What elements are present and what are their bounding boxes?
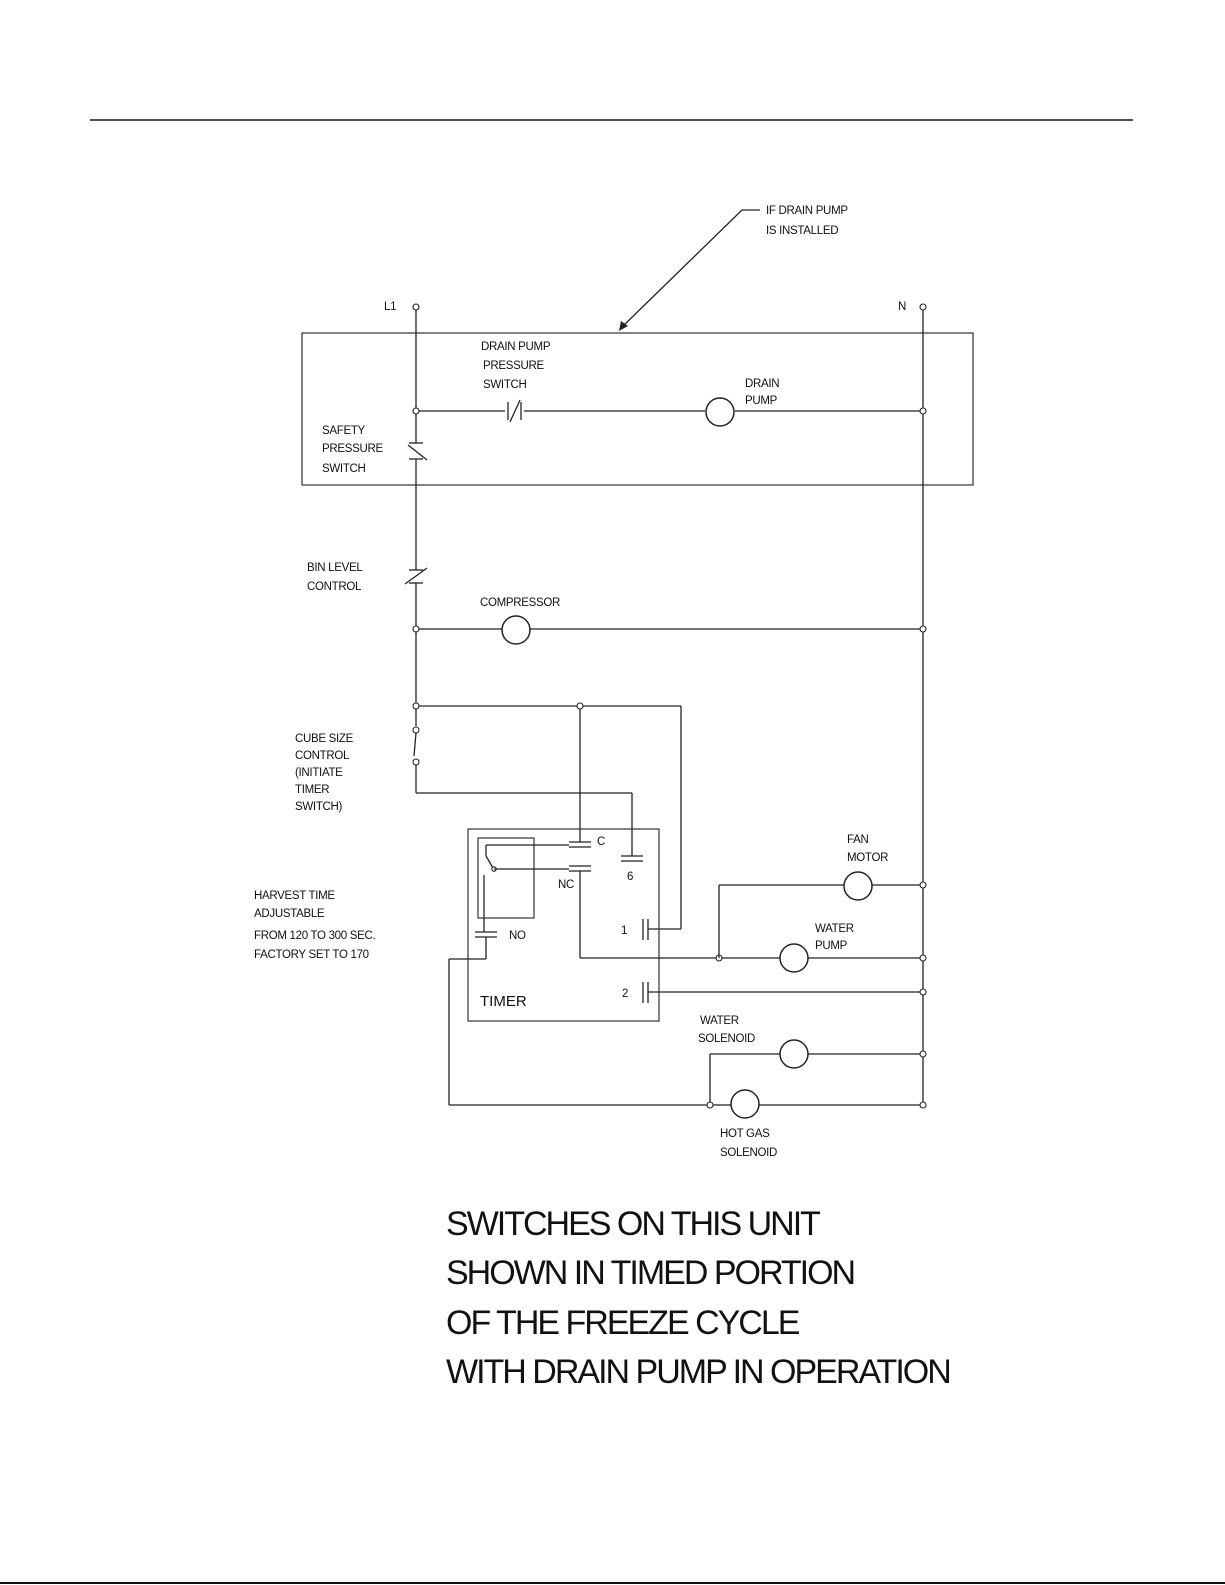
cube-size-control-label-3: (INITIATE — [295, 767, 343, 779]
timer-title: TIMER — [480, 993, 527, 1010]
drain-pump-pressure-switch-label-3: SWITCH — [483, 379, 527, 391]
compressor-rung — [412, 615, 927, 645]
safety-pressure-switch — [407, 442, 428, 461]
timer-switch-enclosure — [477, 837, 535, 919]
supply-terminals: L1 N — [384, 301, 927, 313]
drain-pump-label-2: PUMP — [745, 395, 778, 407]
safety-pressure-switch-label-2: PRESSURE — [322, 443, 383, 455]
water-pump-label-2: PUMP — [815, 940, 848, 952]
water-pump-motor — [779, 943, 809, 973]
compressor-motor — [501, 615, 531, 645]
l1-terminal — [412, 303, 420, 311]
drain-pump-note-line-1: IF DRAIN PUMP — [766, 205, 848, 217]
water-solenoid-label-2: SOLENOID — [698, 1033, 755, 1045]
water-solenoid-rung — [709, 1039, 927, 1105]
cube-size-control-label-1: CUBE SIZE — [295, 733, 354, 745]
harvest-time-label-4: FACTORY SET TO 170 — [254, 949, 369, 961]
footer-note-line-1: SWITCHES ON THIS UNIT — [446, 1205, 820, 1243]
hot-gas-solenoid-coil — [730, 1089, 760, 1119]
water-solenoid-coil — [779, 1039, 809, 1069]
timer: C NC 6 NO 1 2 TIMER — [448, 828, 923, 1105]
footer-note-line-3: OF THE FREEZE CYCLE — [446, 1304, 800, 1342]
timer-terminal-2: 2 — [622, 988, 628, 1000]
timer-feed-wiring — [412, 702, 682, 930]
drain-pump-pressure-switch-label-2: PRESSURE — [483, 360, 544, 372]
n-label: N — [898, 301, 906, 313]
timer-terminal-no: NO — [509, 930, 526, 942]
timer-2-neutral-node — [919, 988, 927, 996]
harvest-time-label-1: HARVEST TIME — [254, 890, 335, 902]
footer-note-line-4: WITH DRAIN PUMP IN OPERATION — [446, 1353, 950, 1391]
water-pump-label-1: WATER — [815, 923, 854, 935]
fan-motor-label-1: FAN — [847, 834, 868, 846]
timer-terminal-c: C — [597, 836, 605, 848]
footer-note: SWITCHES ON THIS UNIT SHOWN IN TIMED POR… — [446, 1205, 952, 1391]
cube-size-control-label-2: CONTROL — [295, 750, 350, 762]
drain-pump-pressure-switch — [507, 399, 522, 423]
n-terminal — [919, 303, 927, 311]
compressor-label: COMPRESSOR — [480, 597, 560, 609]
drain-pump-pressure-switch-label-1: DRAIN PUMP — [481, 341, 551, 353]
cube-size-control-label-4: TIMER — [295, 784, 329, 796]
fan-motor-label-2: MOTOR — [847, 852, 888, 864]
water-pump-rung — [580, 943, 927, 973]
safety-pressure-switch-label-3: SWITCH — [322, 463, 366, 475]
bin-level-control-label-2: CONTROL — [307, 581, 362, 593]
drain-pump-note-line-2: IS INSTALLED — [766, 225, 838, 237]
note-leader-line — [621, 209, 760, 328]
water-solenoid-label-1: WATER — [700, 1015, 739, 1027]
fan-motor — [843, 871, 873, 901]
hot-gas-solenoid-label-2: SOLENOID — [720, 1147, 777, 1159]
hot-gas-solenoid-rung — [449, 1089, 927, 1119]
harvest-time-label-3: FROM 120 TO 300 SEC. — [254, 930, 376, 942]
drain-pump-note: IF DRAIN PUMP IS INSTALLED — [619, 205, 849, 331]
timer-terminal-6: 6 — [627, 871, 633, 883]
fan-motor-rung — [718, 871, 927, 958]
cube-size-control-label-5: SWITCH) — [295, 801, 343, 813]
l1-label: L1 — [384, 301, 396, 313]
bin-level-control-label-1: BIN LEVEL — [307, 562, 363, 574]
drain-pump-rung — [412, 397, 927, 427]
drain-pump-motor — [705, 397, 735, 427]
footer-note-line-2: SHOWN IN TIMED PORTION — [446, 1254, 854, 1292]
note-arrowhead — [619, 321, 628, 331]
timer-box — [467, 828, 660, 1022]
safety-pressure-switch-label-1: SAFETY — [322, 425, 366, 437]
harvest-time-label-2: ADJUSTABLE — [254, 908, 325, 920]
timer-terminal-1: 1 — [621, 925, 627, 937]
timer-terminal-nc: NC — [558, 879, 574, 891]
bin-level-control-switch — [404, 567, 428, 585]
hot-gas-solenoid-label-1: HOT GAS — [720, 1128, 770, 1140]
drain-pump-label-1: DRAIN — [745, 378, 779, 390]
drain-pump-option-box — [301, 332, 974, 486]
